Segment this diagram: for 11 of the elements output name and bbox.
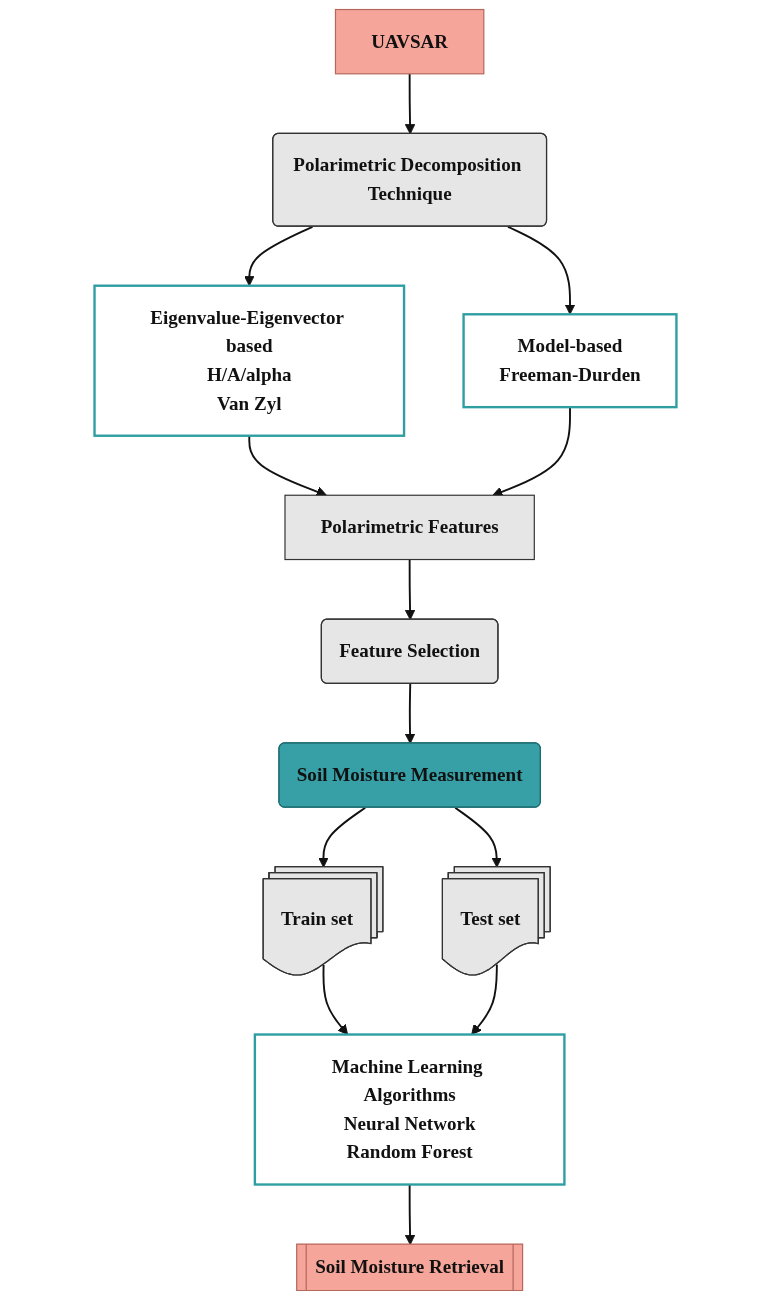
node-box: Polarimetric Features	[283, 494, 535, 561]
node-box: Eigenvalue-Eigenvector based H/A/alpha Van Zyl	[92, 284, 405, 437]
arrow	[470, 963, 498, 1035]
arrow	[404, 558, 415, 621]
node-box: UAVSAR	[334, 8, 484, 75]
arrow	[322, 964, 348, 1035]
node-box: Machine Learning Algorithms Neural Network Random Forest	[253, 1033, 566, 1186]
node-box: Model-based Freeman-Durden	[461, 313, 678, 409]
arrow	[404, 72, 415, 135]
arrow	[404, 682, 415, 744]
arrow	[506, 225, 575, 315]
